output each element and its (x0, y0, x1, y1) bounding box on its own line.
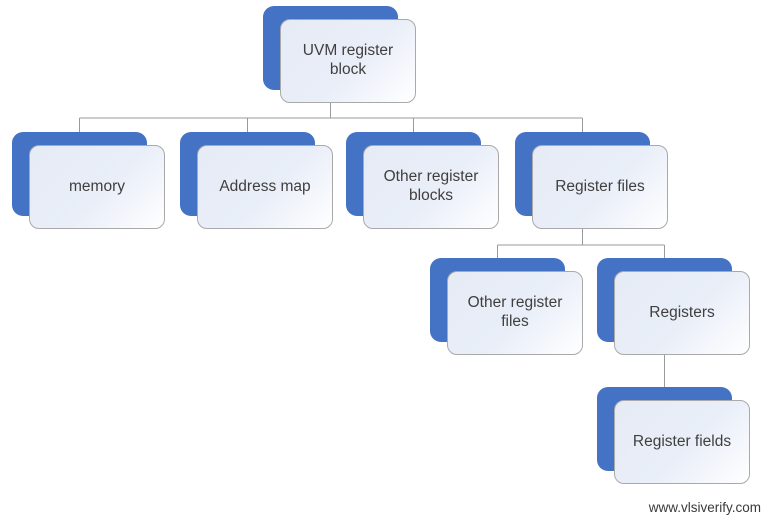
node-register-files: Register files (515, 132, 668, 230)
node-label: Registers (649, 303, 715, 321)
node-memory: memory (12, 132, 165, 230)
site-watermark: www.vlsiverify.com (648, 500, 761, 515)
node-label: memory (69, 177, 125, 195)
node-card: memory (29, 145, 165, 229)
node-label: UVM register block (302, 42, 394, 78)
node-label: Address map (219, 177, 311, 195)
node-card: UVM register block (280, 19, 416, 103)
node-card: Register fields (614, 400, 750, 484)
node-card: Address map (197, 145, 333, 229)
node-card: Register files (532, 145, 668, 229)
node-label: Register files (555, 177, 645, 195)
node-other-register-files: Other register files (430, 258, 583, 356)
node-card: Other register blocks (363, 145, 499, 229)
node-address-map: Address map (180, 132, 333, 230)
node-other-register-blocks: Other register blocks (346, 132, 499, 230)
node-label: Other register blocks (383, 168, 479, 204)
node-register-fields: Register fields (597, 387, 750, 485)
node-card: Registers (614, 271, 750, 355)
node-card: Other register files (447, 271, 583, 355)
node-label: Other register files (467, 294, 563, 330)
node-uvm-register-block: UVM register block (263, 6, 416, 104)
node-registers: Registers (597, 258, 750, 356)
node-label: Register fields (632, 432, 732, 450)
